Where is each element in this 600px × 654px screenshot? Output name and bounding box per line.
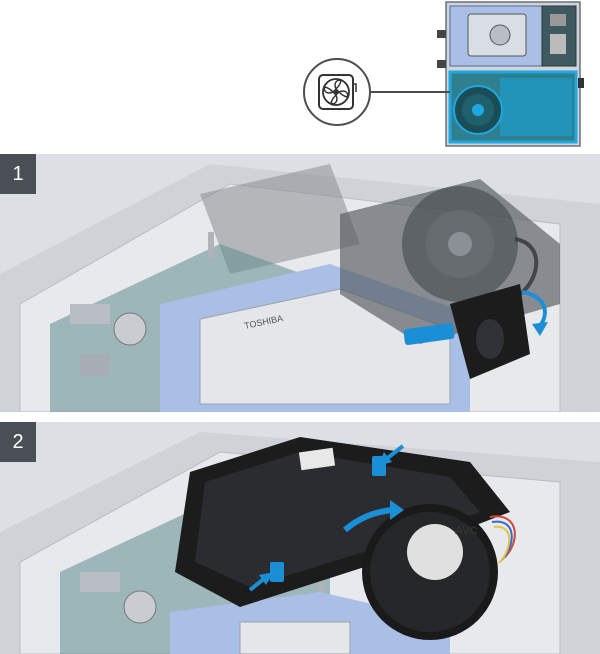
step-2-panel: AVC 2 (0, 422, 600, 654)
fan-tab-bottom (270, 562, 284, 582)
step-2-illustration: AVC (0, 432, 600, 654)
overview-figure (0, 0, 600, 150)
step-1-illustration: TOSHIBA (0, 164, 600, 412)
system-fan-icon (316, 72, 358, 114)
fan-release-tab (403, 322, 455, 346)
fan-brand-label: AVC (455, 525, 477, 537)
overview-illustration (303, 1, 584, 147)
lift-arrow (343, 507, 393, 533)
step-1-panel: TOSHIBA 1 (0, 154, 600, 412)
rotate-arrow (521, 290, 547, 328)
step-number-badge: 1 (0, 154, 36, 194)
step-number-badge: 2 (0, 422, 36, 462)
